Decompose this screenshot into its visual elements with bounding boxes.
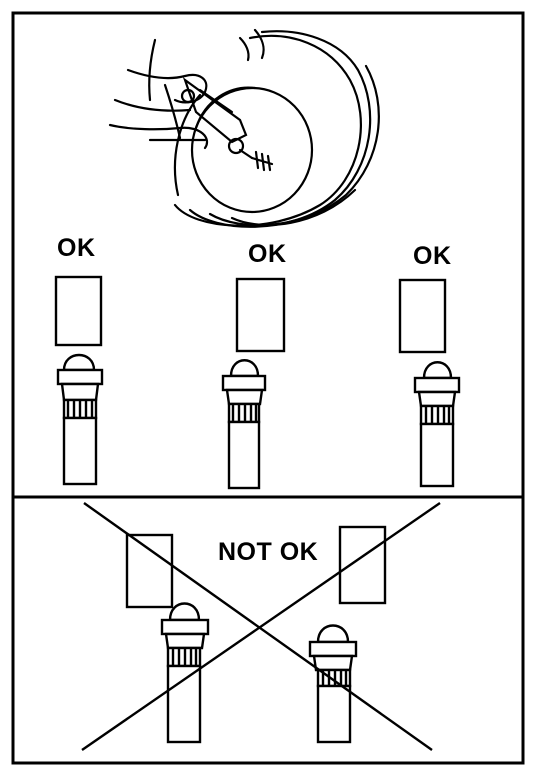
cross-out-icon <box>81 502 441 751</box>
valve-stem-icon <box>160 618 210 744</box>
outer-frame <box>11 11 525 765</box>
valve-cap <box>316 624 350 644</box>
valve-cap <box>422 361 453 380</box>
ok-assembly-right <box>398 278 461 488</box>
tire-illustration <box>108 28 380 228</box>
gauge-icon <box>398 278 447 354</box>
ok-assembly-left <box>54 275 104 486</box>
valve-stem-icon <box>56 368 104 486</box>
ok-label-left: OK <box>57 234 96 262</box>
ok-assembly-middle <box>221 277 286 490</box>
ok-label-right: OK <box>413 242 452 270</box>
not-ok-label: NOT OK <box>218 538 318 566</box>
gauge-icon <box>338 525 387 605</box>
valve-cap <box>168 602 201 622</box>
valve-stem-icon <box>221 374 267 490</box>
gauge-icon <box>180 77 274 172</box>
valve-cap <box>62 353 96 372</box>
valve-cap <box>229 359 260 378</box>
valve-stem-icon <box>413 376 461 488</box>
gauge-icon <box>125 533 174 609</box>
gauge-icon <box>235 277 286 353</box>
gauge-icon <box>54 275 103 347</box>
ok-label-middle: OK <box>248 240 287 268</box>
tire-icon <box>173 30 380 228</box>
